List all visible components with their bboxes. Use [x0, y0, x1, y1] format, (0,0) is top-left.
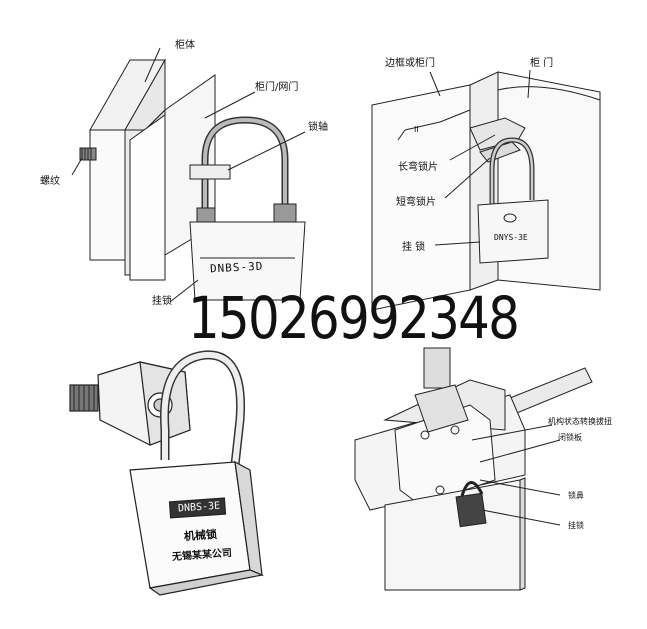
label-mechanism: 机构状态转换拔扭	[548, 417, 612, 426]
label-thread: 螺纹	[40, 176, 60, 187]
padlock-small	[455, 492, 487, 528]
label-door-2: 柜 门	[530, 58, 554, 69]
shaft	[423, 347, 451, 389]
label-gap-mark: II	[414, 125, 419, 134]
label-padlock-3: 挂锁	[568, 521, 584, 530]
lock-model-text-2: DNYS-3E	[494, 233, 528, 242]
long-bent-plate	[469, 117, 526, 151]
label-lock-ring: 锁鼻	[568, 491, 584, 500]
padlock-body-2	[477, 199, 549, 264]
bolt-thread	[69, 384, 99, 412]
label-cabinet: 柜体	[175, 40, 195, 51]
label-padlock-2: 挂 锁	[402, 242, 426, 253]
label-short-plate: 短弯锁片	[396, 197, 436, 208]
label-locking-plate: 闭锁板	[558, 433, 582, 442]
label-long-plate: 长弯锁片	[398, 162, 438, 173]
phone-number-overlay: 15026992348	[188, 284, 520, 352]
label-frame: 边框或柜门	[385, 58, 435, 69]
locking-plate	[394, 404, 496, 506]
label-padlock: 挂锁	[152, 296, 172, 307]
horizontal-rod	[504, 367, 593, 416]
label-door: 柜门/网门	[255, 82, 299, 93]
label-shackle: 锁轴	[308, 122, 328, 133]
